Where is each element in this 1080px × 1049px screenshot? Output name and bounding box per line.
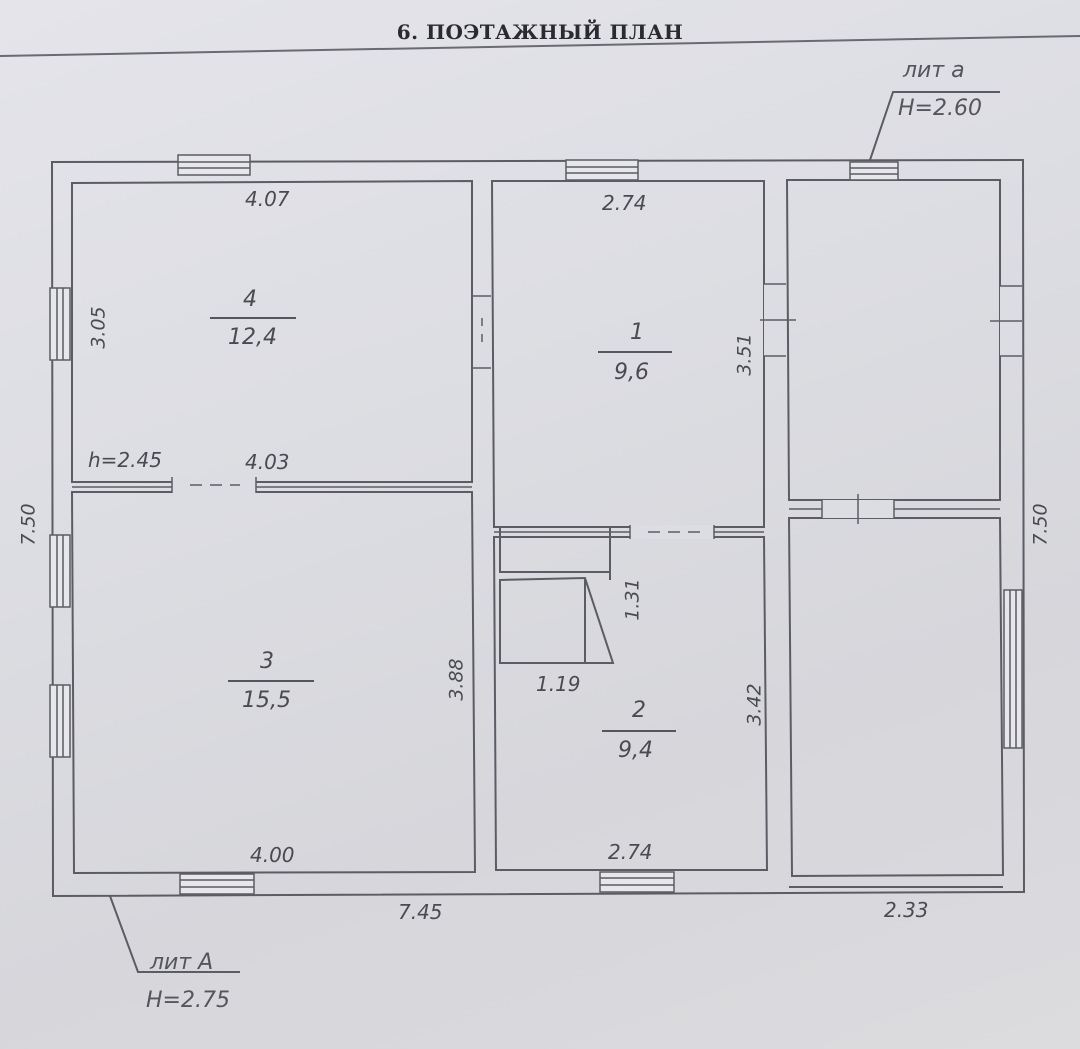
lit-main-name: лит А [150, 950, 214, 975]
dim-room3-bottom: 4.00 [250, 843, 295, 867]
page-title: 6. ПОЭТАЖНЫЙ ПЛАН [396, 20, 684, 44]
window-top-annex [849, 161, 899, 181]
dim-room1-side: 3.51 [733, 333, 756, 376]
outer-wall-outline [50, 158, 1026, 898]
dim-stair-height: 1.31 [621, 578, 644, 621]
lit-main-height: H=2.75 [146, 988, 230, 1013]
title-underline [0, 35, 1080, 57]
room-1-outline [490, 180, 765, 528]
annex-room-lower-outline [787, 517, 1005, 878]
room-2-area: 9,4 [618, 738, 653, 763]
lit-a-main-leader [109, 895, 240, 973]
window-bottom-room3 [179, 873, 255, 895]
room-4-number: 4 [243, 287, 257, 312]
dim-room3-side: 3.88 [445, 658, 468, 701]
dim-room2-side: 3.42 [743, 683, 766, 726]
dim-overall-left: 7.50 [17, 503, 40, 546]
room-4-area: 12,4 [228, 325, 277, 350]
dim-overall-bottom-annex: 2.33 [884, 898, 929, 922]
ceiling-height-label: h=2.45 [88, 448, 162, 472]
room-4-outline [71, 179, 473, 483]
lit-annex-height: H=2.60 [898, 96, 982, 121]
window-top-room4 [177, 154, 251, 176]
dim-room4-side: 3.05 [87, 306, 110, 349]
window-top-room1 [565, 159, 639, 181]
stair-landing [499, 526, 611, 573]
window-left-room4 [49, 287, 71, 361]
dim-overall-bottom-main: 7.45 [398, 900, 443, 924]
room-3-number: 3 [260, 649, 274, 674]
room-3-area: 15,5 [242, 688, 291, 713]
annex-room-upper-outline [785, 179, 1001, 501]
dim-room4-bottom: 4.03 [245, 450, 290, 474]
room-fraction-bars [210, 317, 676, 732]
lit-annex-name: лит а [903, 58, 965, 83]
room-1-number: 1 [630, 320, 644, 345]
room-1-area: 9,6 [614, 360, 649, 385]
dim-room1-top: 2.74 [602, 191, 647, 215]
doorways [171, 283, 1022, 539]
window-left-room3-a [49, 534, 71, 608]
window-left-room3-b [49, 684, 71, 758]
dim-stair-width: 1.19 [536, 672, 581, 696]
lit-a-annex-leader [869, 91, 1000, 161]
window-bottom-room2 [599, 871, 675, 893]
room-2-number: 2 [632, 698, 646, 723]
dim-overall-right: 7.50 [1029, 503, 1052, 546]
dim-room2-bottom: 2.74 [608, 840, 653, 864]
stair-flight [499, 576, 615, 664]
window-right-annex [1003, 589, 1023, 749]
room-3-outline [70, 491, 477, 875]
dim-room4-top: 4.07 [245, 187, 290, 211]
